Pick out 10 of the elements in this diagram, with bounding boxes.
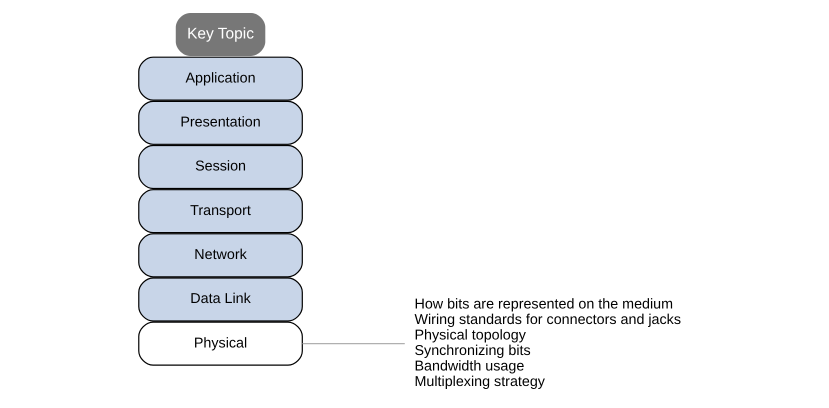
node-box: Network <box>138 233 303 278</box>
node-box: Application <box>138 56 303 101</box>
label: Key Topic <box>187 26 254 43</box>
node-box: Physical <box>138 322 303 366</box>
node-box: Presentation <box>138 100 303 145</box>
node-box: Session <box>138 144 303 190</box>
node-box: Transport <box>138 189 303 234</box>
connector <box>302 343 405 344</box>
node-text: How bits are represented on the medium Wiring standards for connectors and jacks Physical topology Synchronizing bits Bandwidth usage Multiplexing strategy <box>414 296 681 390</box>
node-box: Data Link <box>138 277 303 322</box>
